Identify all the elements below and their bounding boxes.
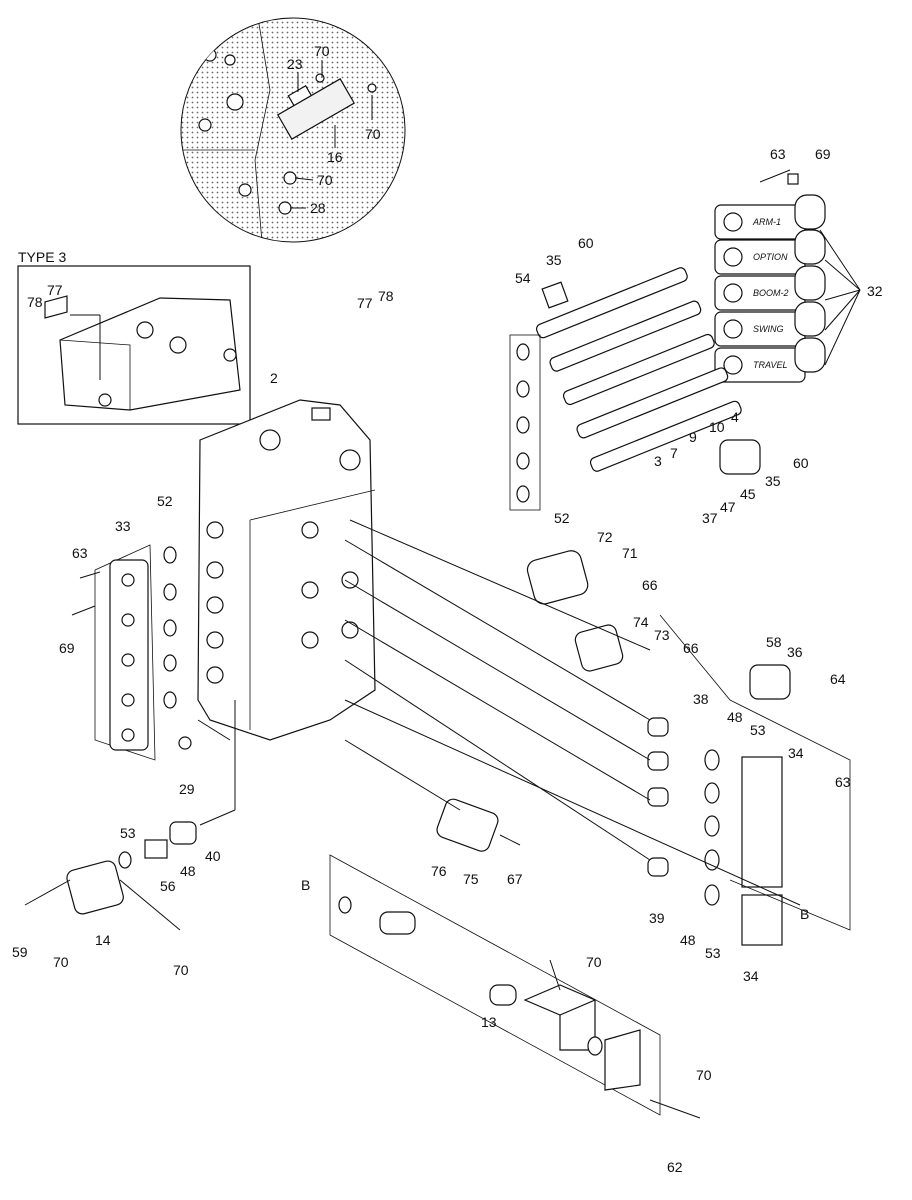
callout-36: 36 xyxy=(787,644,803,660)
solenoid-label-arm1: ARM-1 xyxy=(752,217,781,227)
type3-inset: TYPE 3 xyxy=(17,249,251,425)
lower-left-parts xyxy=(24,700,236,931)
callout-3: 3 xyxy=(654,453,662,469)
callout-34a: 34 xyxy=(788,745,804,761)
callout-48c: 48 xyxy=(680,932,696,948)
solenoid-label-option: OPTION xyxy=(753,252,788,262)
callout-14: 14 xyxy=(95,932,111,948)
callout-53a: 53 xyxy=(750,722,766,738)
callout-63b: 63 xyxy=(72,545,88,561)
callout-48b: 48 xyxy=(180,863,196,879)
callout-47: 47 xyxy=(720,499,736,515)
callout-69a: 69 xyxy=(815,146,831,162)
callout-77b: 77 xyxy=(357,295,373,311)
callout-35a: 35 xyxy=(546,252,562,268)
callout-38: 38 xyxy=(693,691,709,707)
callout-54: 54 xyxy=(515,270,531,286)
detail-leaders xyxy=(290,60,373,209)
middle-cover xyxy=(344,739,521,852)
callout-16: 16 xyxy=(327,149,343,165)
callout-56: 56 xyxy=(160,878,176,894)
callout-70f: 70 xyxy=(586,954,602,970)
callout-70d: 70 xyxy=(53,954,69,970)
callout-69b: 69 xyxy=(59,640,75,656)
callout-13: 13 xyxy=(481,1014,497,1030)
callout-10: 10 xyxy=(709,419,725,435)
detail-circle xyxy=(180,17,406,243)
callout-78b: 78 xyxy=(378,288,394,304)
callout-37: 37 xyxy=(702,510,718,526)
solenoid-label-boom2: BOOM-2 xyxy=(753,288,789,298)
callout-60b: 60 xyxy=(793,455,809,471)
callout-40: 40 xyxy=(205,848,221,864)
spool-set xyxy=(509,267,761,511)
callout-9: 9 xyxy=(689,429,697,445)
callout-76: 76 xyxy=(431,863,447,879)
callout-4: 4 xyxy=(731,409,739,425)
callout-70g: 70 xyxy=(696,1067,712,1083)
callout-32: 32 xyxy=(867,283,883,299)
callout-77a: 77 xyxy=(47,282,63,298)
callout-52b: 52 xyxy=(157,493,173,509)
callout-66a: 66 xyxy=(642,577,658,593)
callout-70a: 70 xyxy=(314,43,330,59)
callout-45: 45 xyxy=(740,486,756,502)
callout-48a: 48 xyxy=(727,709,743,725)
callout-73: 73 xyxy=(654,627,670,643)
bottom-assembly xyxy=(329,854,701,1119)
callout-75: 75 xyxy=(463,871,479,887)
callout-labels: 70 23 70 16 70 28 63 69 32 60 35 54 77 7… xyxy=(12,43,883,1175)
callout-78a: 78 xyxy=(27,294,43,310)
callout-70c: 70 xyxy=(317,172,333,188)
callout-34b: 34 xyxy=(743,968,759,984)
callout-63c: 63 xyxy=(835,774,851,790)
callout-53b: 53 xyxy=(120,825,136,841)
callout-66b: 66 xyxy=(683,640,699,656)
solenoid-label-swing: SWING xyxy=(753,324,784,334)
callout-59: 59 xyxy=(12,944,28,960)
callout-29: 29 xyxy=(179,781,195,797)
callout-64: 64 xyxy=(830,671,846,687)
left-cover-plate xyxy=(71,544,177,761)
callout-70e: 70 xyxy=(173,962,189,978)
callout-52a: 52 xyxy=(554,510,570,526)
callout-B-right: B xyxy=(800,906,809,922)
callout-58: 58 xyxy=(766,634,782,650)
callout-23: 23 xyxy=(287,56,303,72)
main-valve-body xyxy=(197,399,376,741)
callout-33: 33 xyxy=(115,518,131,534)
callout-70b: 70 xyxy=(365,126,381,142)
callout-39: 39 xyxy=(649,910,665,926)
right-covers xyxy=(344,519,851,946)
callout-62: 62 xyxy=(667,1159,683,1175)
solenoid-stack: ARM-1 OPTION BOOM-2 SWING TRAVEL xyxy=(714,169,861,383)
callout-67: 67 xyxy=(507,871,523,887)
type3-title: TYPE 3 xyxy=(18,249,66,265)
callout-71: 71 xyxy=(622,545,638,561)
callout-B-left: B xyxy=(301,877,310,893)
callout-53c: 53 xyxy=(705,945,721,961)
callout-7: 7 xyxy=(670,445,678,461)
solenoid-label-travel: TRAVEL xyxy=(753,360,788,370)
callout-63a: 63 xyxy=(770,146,786,162)
callout-2: 2 xyxy=(270,370,278,386)
callout-60a: 60 xyxy=(578,235,594,251)
callout-35b: 35 xyxy=(765,473,781,489)
callout-72: 72 xyxy=(597,529,613,545)
callout-74: 74 xyxy=(633,614,649,630)
callout-28: 28 xyxy=(310,200,326,216)
